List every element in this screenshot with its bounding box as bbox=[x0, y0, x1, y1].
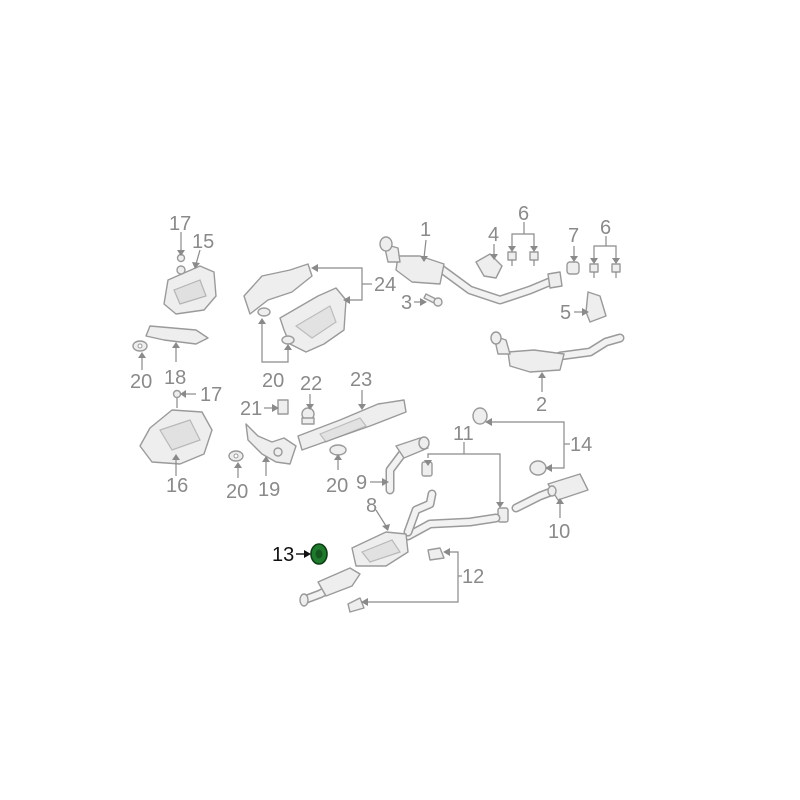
mount-13-highlighted[interactable] bbox=[310, 543, 328, 565]
front-pipe-1 bbox=[379, 236, 563, 305]
callout-15: 15 bbox=[192, 231, 214, 253]
callout-20-a: 20 bbox=[130, 371, 152, 393]
clip-21 bbox=[277, 399, 289, 415]
callout-12: 12 bbox=[462, 566, 484, 588]
callout-24: 24 bbox=[374, 274, 396, 296]
intermediate-pipe-9 bbox=[385, 436, 430, 495]
callout-20-b: 20 bbox=[262, 370, 284, 392]
front-pipe-2 bbox=[490, 331, 625, 373]
callout-20-d: 20 bbox=[326, 475, 348, 497]
bolts-6-b bbox=[589, 263, 621, 278]
rear-muffler-10 bbox=[511, 473, 589, 513]
callout-19: 19 bbox=[258, 479, 280, 501]
hanger-14 bbox=[472, 407, 547, 476]
callout-17-upper: 17 bbox=[169, 213, 191, 235]
callout-11: 11 bbox=[453, 423, 474, 445]
clamp-11 bbox=[421, 461, 509, 523]
heat-shield-19 bbox=[245, 423, 297, 465]
center-muffler-8 bbox=[299, 489, 501, 607]
bolt-3 bbox=[423, 293, 443, 307]
nut-22 bbox=[301, 407, 315, 425]
heat-shield-16 bbox=[139, 409, 213, 465]
callout-4: 4 bbox=[488, 224, 499, 246]
bracket-5 bbox=[585, 291, 607, 323]
bolt-17-upper bbox=[176, 232, 186, 263]
callout-22: 22 bbox=[300, 373, 322, 395]
hanger-12 bbox=[347, 547, 445, 613]
callout-7: 7 bbox=[568, 225, 579, 247]
callout-13: 13 bbox=[272, 544, 294, 566]
washer-20-b bbox=[257, 307, 295, 345]
callout-6-b: 6 bbox=[600, 217, 611, 239]
callout-20-c: 20 bbox=[226, 481, 248, 503]
bracket-18 bbox=[145, 325, 209, 345]
bracket-4 bbox=[475, 253, 503, 279]
bolt-17-lower bbox=[172, 389, 182, 408]
heat-shield-15 bbox=[163, 265, 217, 315]
callout-3: 3 bbox=[401, 292, 412, 314]
callout-21: 21 bbox=[240, 398, 262, 420]
callout-14: 14 bbox=[570, 434, 592, 456]
heat-shield-24 bbox=[243, 263, 347, 353]
washer-20-d bbox=[329, 444, 347, 456]
washer-20-a bbox=[132, 340, 148, 352]
washer-20-c bbox=[228, 450, 244, 462]
callout-16: 16 bbox=[166, 475, 188, 497]
callout-2: 2 bbox=[536, 394, 547, 416]
callout-1: 1 bbox=[420, 219, 431, 241]
bolts-6-a bbox=[507, 251, 539, 266]
callout-6-a: 6 bbox=[518, 203, 529, 225]
callout-23: 23 bbox=[350, 369, 372, 391]
callout-8: 8 bbox=[366, 495, 377, 517]
callout-18: 18 bbox=[164, 367, 186, 389]
clamp-7 bbox=[566, 261, 580, 275]
heat-shield-23 bbox=[297, 399, 407, 451]
callout-5: 5 bbox=[560, 302, 571, 324]
callout-10: 10 bbox=[548, 521, 570, 543]
callout-9: 9 bbox=[356, 472, 367, 494]
callout-17-lower: 17 bbox=[200, 384, 222, 406]
